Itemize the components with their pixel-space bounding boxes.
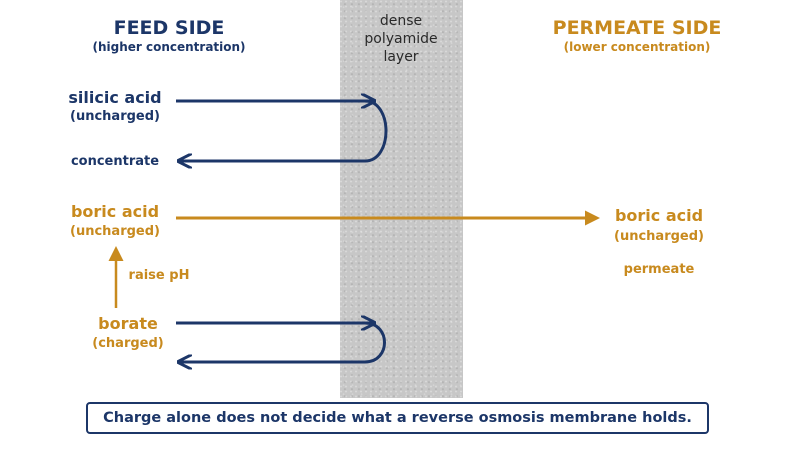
boric-acid-feed-state: (uncharged) bbox=[70, 224, 160, 239]
borate-reflect-path bbox=[180, 321, 386, 362]
caption-box: Charge alone does not decide what a reve… bbox=[86, 402, 709, 434]
membrane-label-line-1: dense bbox=[379, 13, 423, 29]
feed-side-subtitle: (higher concentration) bbox=[92, 40, 246, 54]
raise-ph-label: raise pH bbox=[128, 268, 190, 283]
feed-side-title: FEED SIDE bbox=[113, 17, 225, 39]
silicic-acid-label: silicic acid bbox=[68, 88, 162, 107]
membrane-label-line-3: layer bbox=[383, 49, 419, 65]
membrane-layer bbox=[340, 0, 463, 398]
silicic-reflect-path bbox=[180, 99, 388, 161]
permeate-side-title: PERMEATE SIDE bbox=[552, 17, 722, 39]
boric-acid-permeate-label: boric acid bbox=[614, 206, 704, 225]
borate-state: (charged) bbox=[92, 336, 164, 351]
caption-text: Charge alone does not decide what a reve… bbox=[103, 410, 692, 426]
boric-acid-feed-label: boric acid bbox=[70, 202, 160, 221]
permeate-label: permeate bbox=[623, 262, 695, 277]
borate-label: borate bbox=[98, 314, 158, 333]
boric-acid-permeate-state: (uncharged) bbox=[614, 229, 704, 244]
permeate-side-subtitle: (lower concentration) bbox=[563, 40, 711, 54]
membrane-label-line-2: polyamide bbox=[364, 31, 438, 47]
concentrate-label: concentrate bbox=[70, 154, 160, 169]
silicic-acid-state: (uncharged) bbox=[70, 109, 160, 124]
